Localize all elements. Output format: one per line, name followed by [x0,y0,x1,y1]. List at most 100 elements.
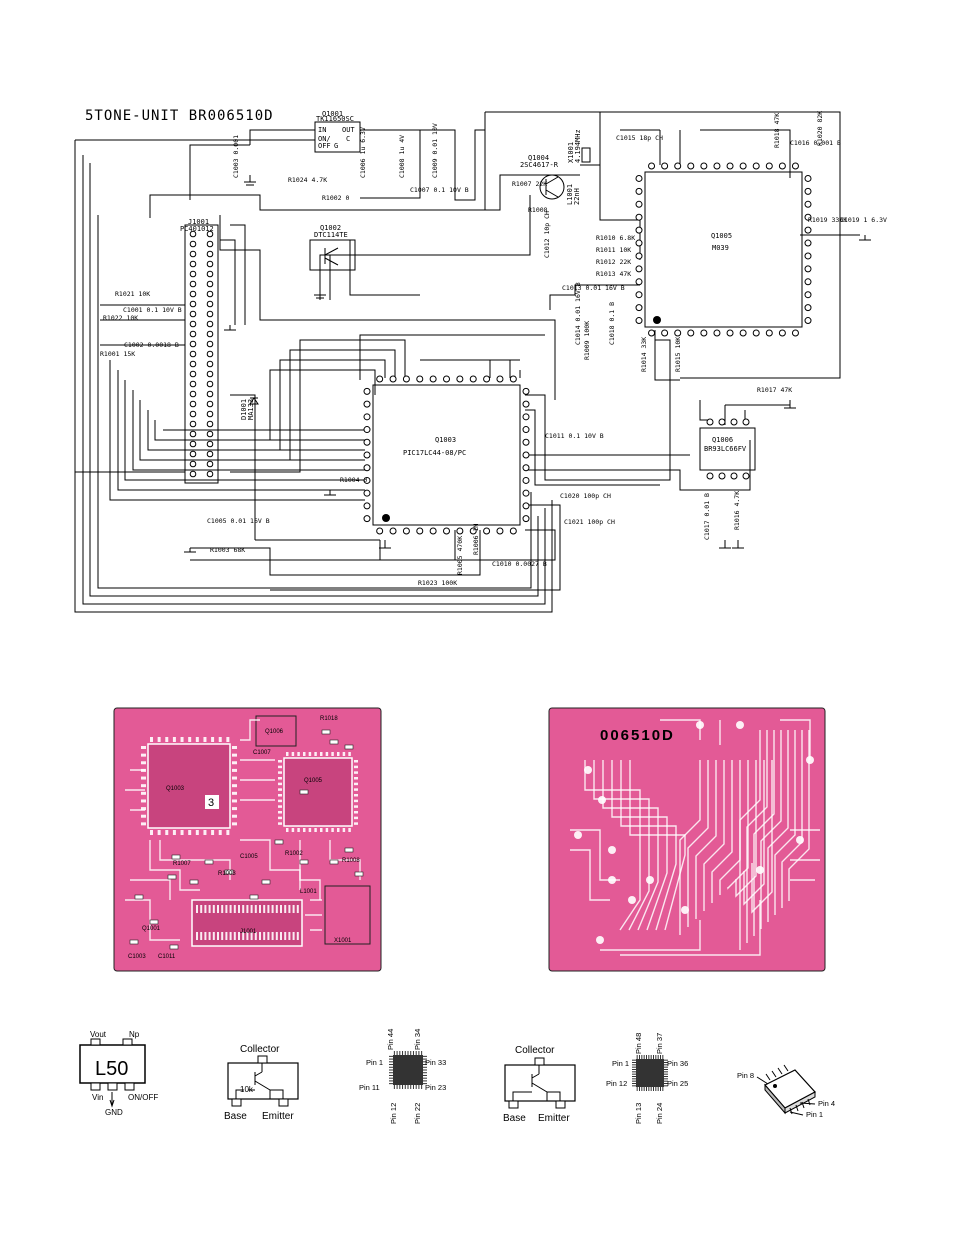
pcb-pad [157,737,161,742]
pcb-pad [203,737,207,742]
ic-pin [739,162,747,170]
sop8-pin4: Pin 4 [818,1099,835,1108]
pcb-trace [760,730,782,929]
pcb-pad [232,776,237,780]
ic-pin [765,329,773,337]
dt-base: Base [224,1111,247,1122]
ic-pin [363,400,371,408]
pcb-trace [695,760,717,919]
ic-pin [635,265,643,273]
j1001-pin [206,440,214,448]
pcb-label-r1002: R1002 [285,851,303,857]
label-c1019: C1019 1 6.3V [840,216,887,224]
ic-pin [730,472,738,480]
label-r1001: R1001 15K [100,350,135,358]
ic-pin [661,162,669,170]
label-c1011: C1011 0.1 10V B [545,432,604,440]
pcb-smd-part [354,871,364,877]
pcb-pad [212,932,215,940]
pcb-pad [141,822,146,826]
pcb-label-q1001: Q1001 [142,926,161,932]
ic-pin [752,162,760,170]
q1001-pin-in: IN [318,126,326,134]
pcb-trace [751,760,773,914]
q1003-mcu: Q1003 PIC17LC44-08/PC [363,375,530,535]
j1001-pin [206,400,214,408]
pcb-pad [296,932,299,940]
ic-pin [804,291,812,299]
label-r1008: R1008 [528,206,548,214]
label-r1013: R1013 47K [596,270,631,278]
label-c1003: C1003 0.001 [232,135,240,178]
j1001-pin [189,420,197,428]
pcb-via [646,876,654,884]
pcb-pad [278,771,282,774]
pcb-pad [180,737,184,742]
j1001-pin [206,300,214,308]
pcb-pad [232,799,237,803]
pcb-pad [225,905,228,913]
pcb-pad [195,737,199,742]
pcb-pad [233,905,236,913]
pcb-label-j1001: J1001 [240,929,257,935]
ic-pin [804,239,812,247]
pcb-mark-3: 3 [208,797,214,809]
j1001-pin [189,330,197,338]
pcb-label-q1006: Q1006 [265,729,284,735]
pcb-right-label: 006510D [600,727,675,744]
pcb-smd-part [204,859,214,865]
j1001-pin [189,270,197,278]
pcb-pad [233,932,236,940]
ic-pin [778,329,786,337]
j1001-pin [206,360,214,368]
label-c1014: C1014 0.01 16V B [574,282,582,345]
pcb-trace [687,760,709,927]
label-r1018: R1018 47K [773,113,781,148]
pcb-label-c1005: C1005 [240,854,258,860]
pcb-q1006-footprint [255,715,297,747]
pcb-pad [292,932,295,940]
j1001-pin [206,260,214,268]
pcb-pad [229,932,232,940]
pcb-pad [141,799,146,803]
pcb-pad [331,752,334,756]
label-c1012: C1012 10p CH [543,211,551,258]
pcb-pad [278,765,282,769]
ic-pin [522,400,530,408]
qfp48-pin24: Pin 24 [655,1103,664,1124]
dt-collector: Collector [240,1044,280,1055]
j1001-pin [189,380,197,388]
j1001-pin [189,280,197,288]
pcb-trace [240,719,260,741]
q1006-pins [706,418,750,480]
ic-pin [363,451,371,459]
label-r1010: R1010 6.8K [596,234,635,242]
pcb-pad [254,905,257,913]
pcb-pad [278,794,282,797]
dt-resistor: 10k [240,1085,254,1094]
pcb-pad [246,905,249,913]
pcb-via [806,756,814,764]
pcb-pad [141,807,146,811]
x1001-part: 4.194MHz [574,129,582,163]
pcb-label-l1001: L1001 [300,889,317,895]
pcb-pad [259,932,261,940]
label-r1004: R1004 0 [340,476,367,484]
pcb-trace [711,760,733,903]
pcb-trace [240,759,275,801]
pcb-trace [727,760,749,890]
j1001-pin [189,360,197,368]
label-c1002: C1002 0.0018 B [124,341,179,349]
j1001-pin [189,410,197,418]
pcb-pad [337,828,340,832]
pcb-pad [275,932,278,940]
ic-pin [752,329,760,337]
ic-pin [469,527,477,535]
pcb-pad [291,828,295,832]
pcb-smd-part [249,894,259,900]
ic-pin [363,502,371,510]
q1005-pin-ring [635,162,812,337]
pcb-pad [165,737,169,742]
pcb-pad [354,782,358,786]
pcb-solder-side: 006510D [548,707,826,972]
